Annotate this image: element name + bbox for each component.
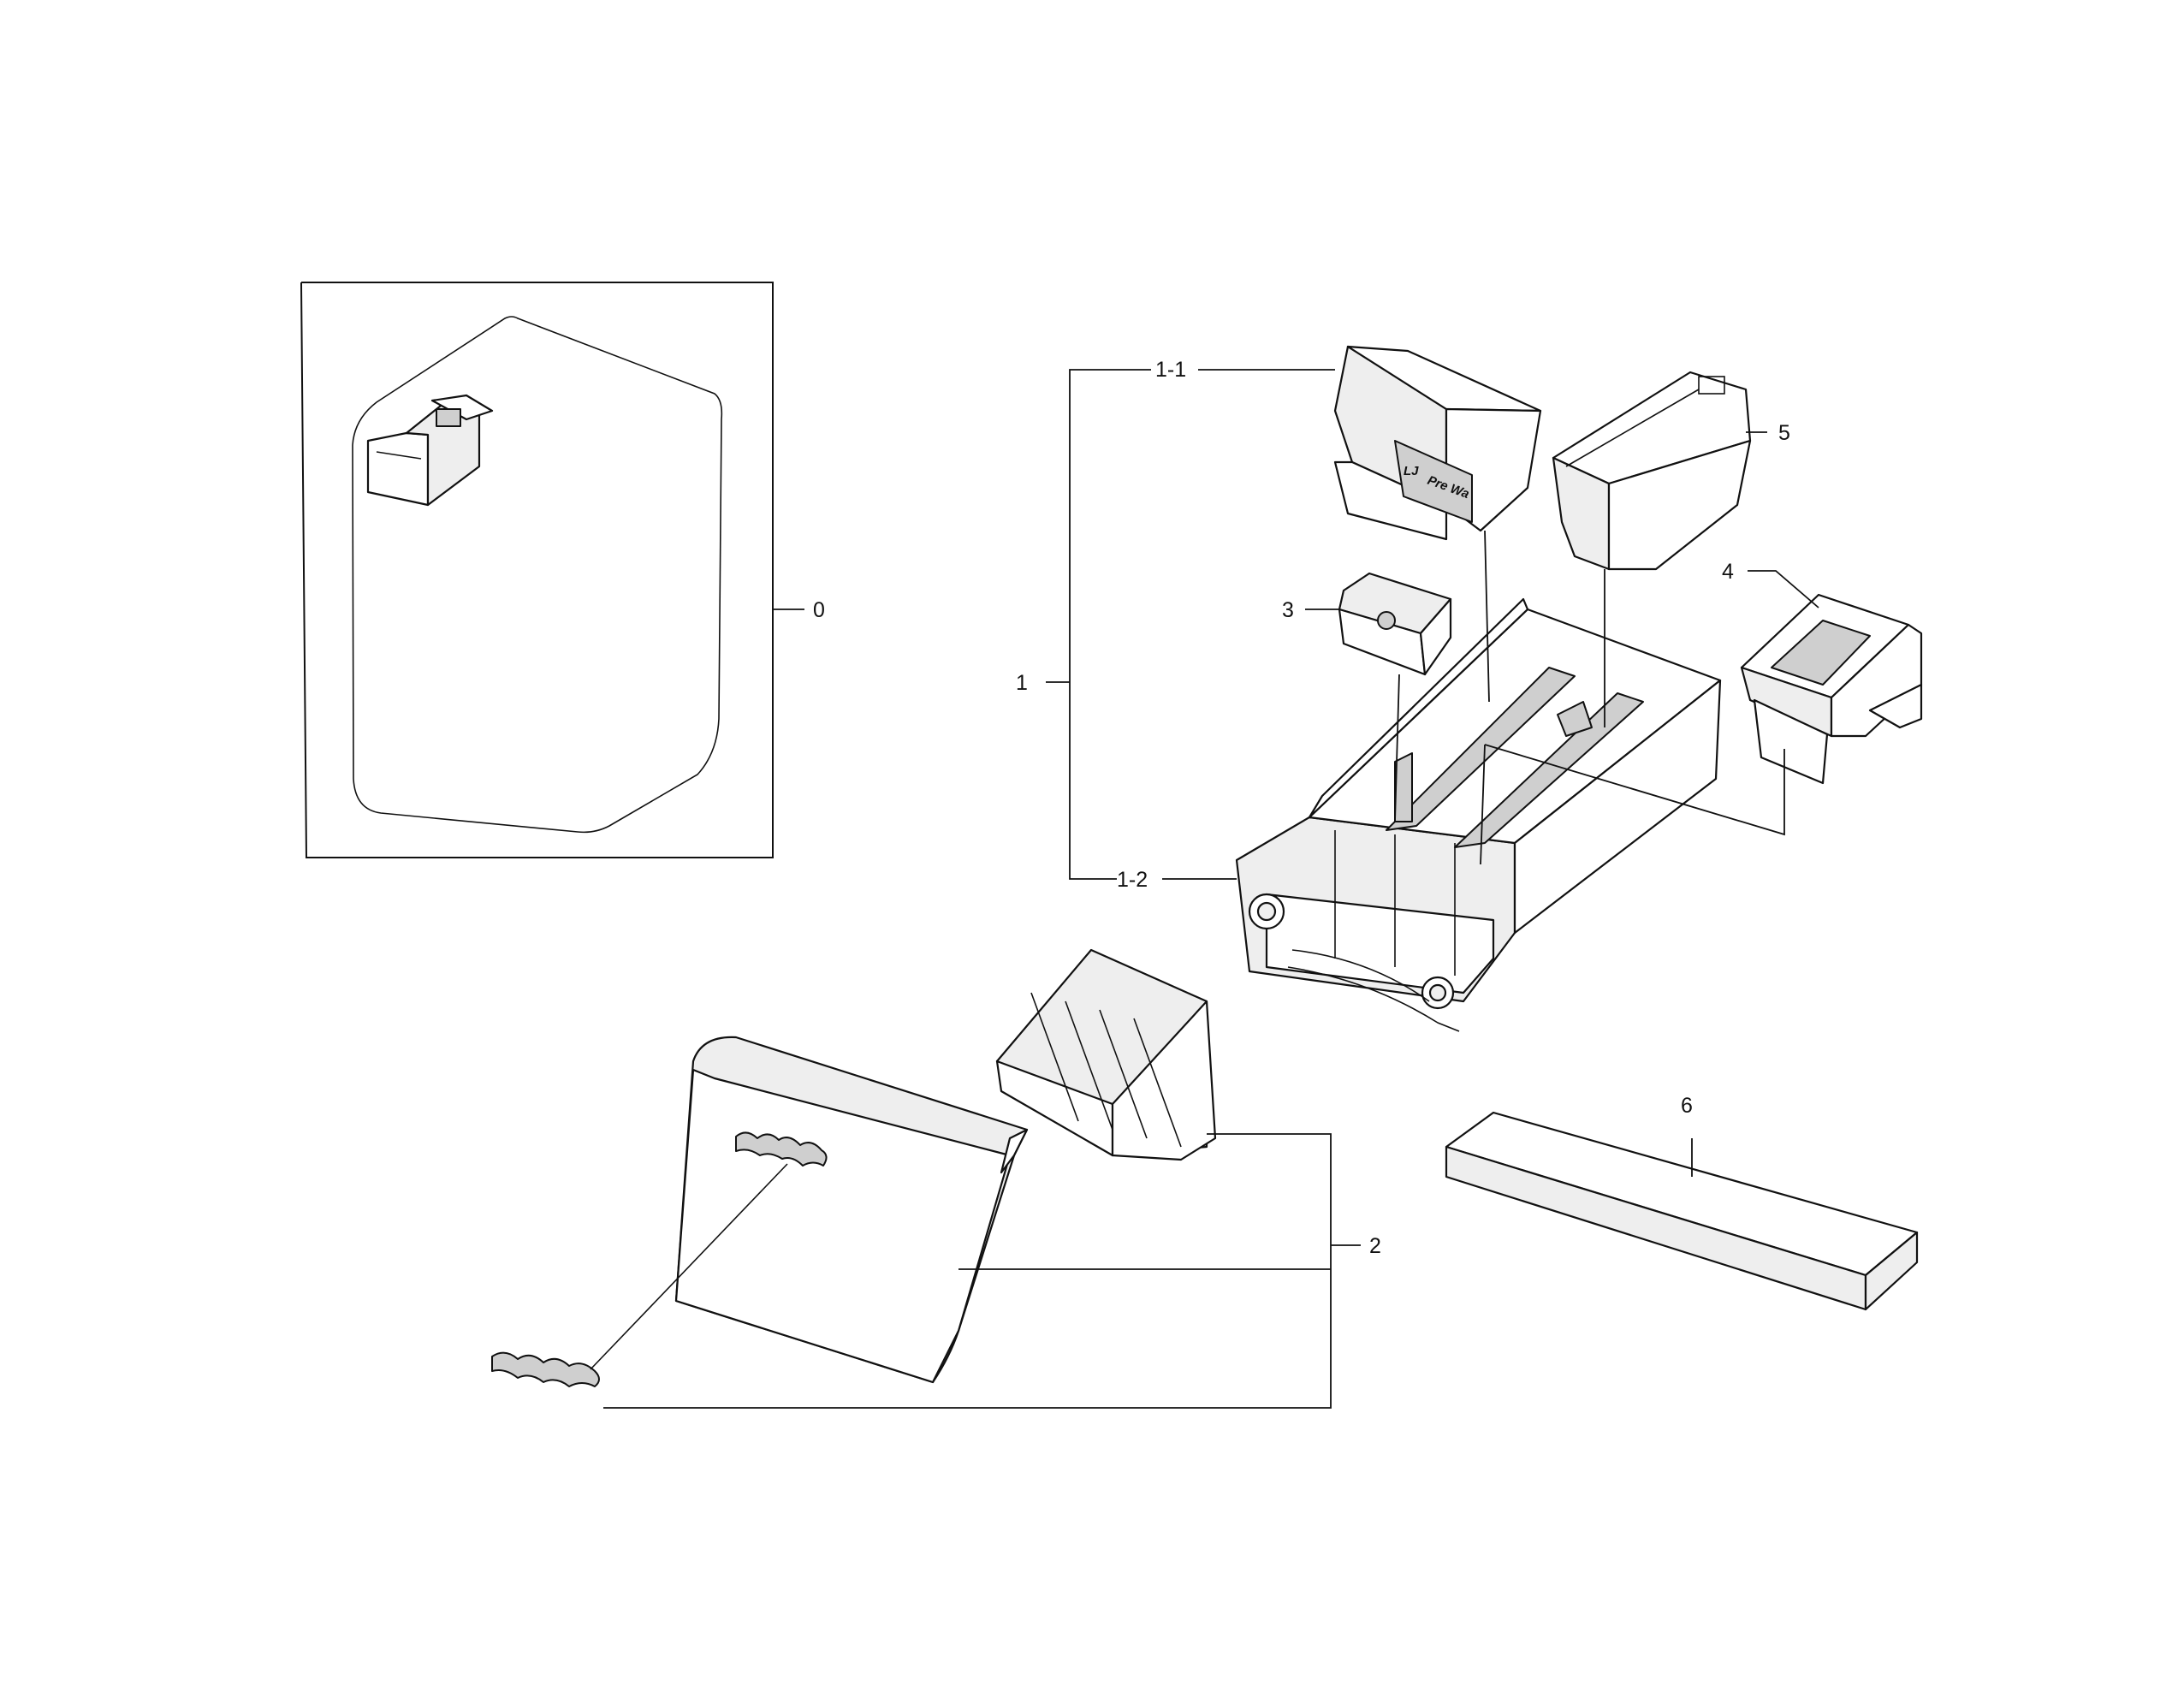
leader-2-a bbox=[603, 1133, 1332, 1409]
drawer-marking-icon: LJ bbox=[1404, 464, 1419, 478]
callout-0: 0 bbox=[813, 598, 825, 622]
part-5-softener-cup bbox=[1552, 371, 1752, 571]
callout-3: 3 bbox=[1282, 598, 1294, 622]
callout-1-2: 1-2 bbox=[1117, 868, 1148, 892]
part-0-washer-inset: 0 bbox=[300, 282, 825, 858]
part-6-foam-block bbox=[1445, 1111, 1919, 1311]
callout-5: 5 bbox=[1778, 421, 1790, 445]
callout-1: 1 bbox=[1016, 671, 1028, 695]
handle-grip-upper bbox=[735, 1131, 828, 1167]
part-1-2-dispenser-housing bbox=[1235, 597, 1722, 1032]
part-1-1-detergent-cup: LJ Pre Wa bbox=[1333, 345, 1542, 541]
leader-4 bbox=[1748, 570, 1819, 609]
washer-drawer-thumbnail bbox=[366, 394, 494, 507]
callout-4: 4 bbox=[1722, 560, 1734, 584]
bracket-1 bbox=[1046, 369, 1335, 880]
assembly-alignment-lines bbox=[1394, 530, 1785, 865]
part-2-drawer-handle bbox=[995, 948, 1217, 1161]
callout-1-1: 1-1 bbox=[1155, 358, 1186, 382]
inset-frame bbox=[300, 282, 774, 858]
handle-grip-lower bbox=[491, 1351, 600, 1387]
callout-2: 2 bbox=[1369, 1234, 1381, 1258]
callout-6: 6 bbox=[1681, 1094, 1693, 1118]
part-2-front-panel bbox=[491, 1036, 1029, 1387]
leader-1-1 bbox=[1069, 369, 1151, 880]
part-4-liquid-insert bbox=[1740, 593, 1923, 785]
part-3-cover bbox=[1338, 572, 1452, 676]
washer-body-outline bbox=[352, 316, 723, 834]
bracket-2 bbox=[603, 1133, 1361, 1409]
